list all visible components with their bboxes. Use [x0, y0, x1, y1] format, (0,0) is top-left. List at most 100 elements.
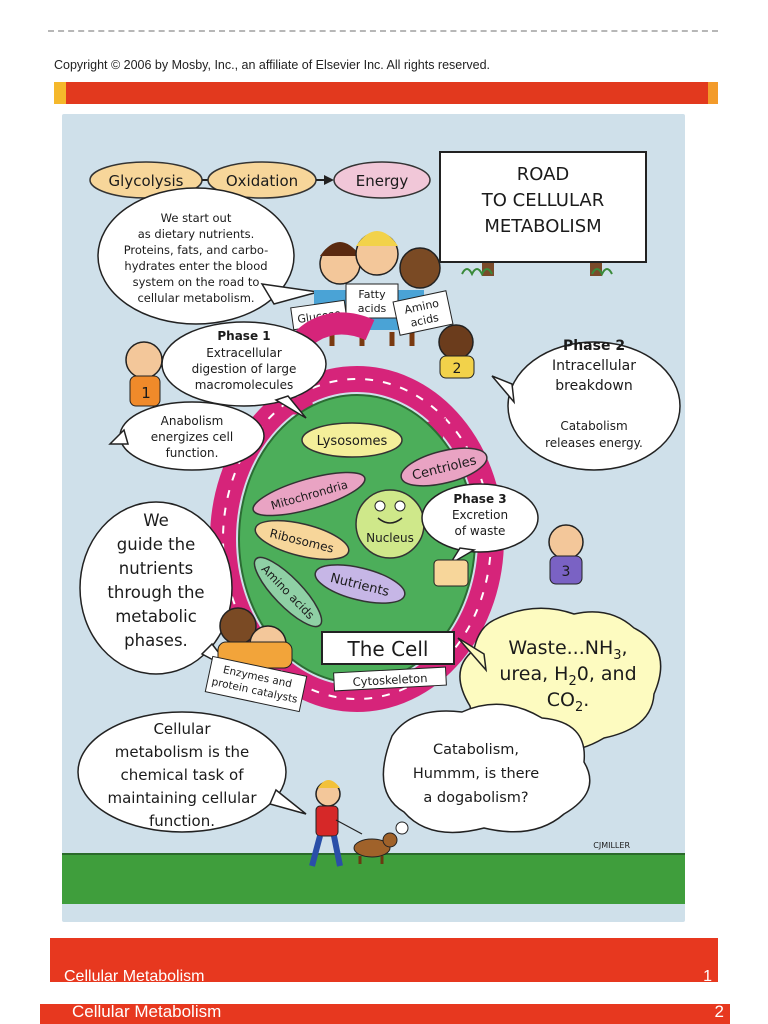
amino-acids-sign	[392, 290, 454, 336]
amino-character-head	[399, 247, 441, 289]
anabolism-line2: energizes cell	[151, 430, 233, 444]
phase1-bubble-tail	[274, 395, 307, 419]
waste-line3-sub: 2	[575, 700, 583, 715]
footer-page-number-2: 2	[714, 1002, 724, 1021]
footer-band-2: Cellular Metabolism 2	[40, 1002, 730, 1024]
intro-line4: hydrates enter the blood	[124, 259, 267, 273]
waste-line2: urea, H20, and	[499, 663, 636, 689]
characters-legs	[329, 332, 415, 346]
phase2-line1: Intracellular	[552, 358, 636, 374]
phase2-note1: Catabolism	[560, 419, 627, 433]
title-sign-board	[439, 151, 647, 263]
phase2-title: Phase 2	[563, 338, 625, 354]
flow-arrowhead-2	[324, 175, 334, 185]
phase2-bubble-tail	[491, 375, 516, 405]
dog-leash	[335, 819, 363, 835]
person-legs	[309, 835, 343, 867]
title-line1: ROAD	[517, 164, 570, 185]
footer-band-1: Cellular Metabolism 1	[50, 938, 718, 985]
dog-body	[353, 838, 391, 858]
grass-ground	[62, 854, 685, 904]
guide-character-2: 2	[438, 324, 475, 379]
the-cell-board	[321, 631, 455, 665]
fatty-acids-sign	[345, 283, 399, 319]
the-cell-label: The Cell	[347, 637, 429, 661]
stripe-right-accent	[708, 82, 718, 104]
enzymes-sign	[204, 655, 308, 713]
title-line3: METABOLISM	[484, 216, 601, 237]
waste-line1-end: ,	[622, 637, 628, 659]
guide-character-3: 3	[548, 524, 584, 585]
dog-legs	[358, 856, 384, 864]
intro-line2: as dietary nutrients.	[138, 227, 255, 241]
artist-signature: CJMILLER	[593, 841, 630, 850]
phase3-bubble: Phase 3 Excretion of waste	[421, 483, 539, 587]
anabolism-bubble-tail	[108, 428, 129, 445]
lysosomes-label: Lysosomes	[317, 434, 388, 449]
glycolysis-label: Glycolysis	[109, 172, 184, 190]
waste-line1: Waste...NH3,	[508, 637, 627, 663]
phase3-line1: Excretion	[452, 508, 508, 522]
the-cell-sign: The Cell Cytoskeleton	[321, 631, 455, 692]
nucleus-label: Nucleus	[366, 531, 414, 545]
waste-line3-main: CO	[547, 689, 575, 711]
fatty-character-hair	[356, 231, 398, 246]
phase2-note2: releases energy.	[545, 436, 643, 450]
waste-line3-end: .	[583, 689, 589, 711]
energy-pill	[333, 161, 431, 199]
phase1-title: Phase 1	[217, 329, 270, 343]
phase1-line1: Extracellular	[206, 346, 282, 360]
cytoskeleton-banner	[333, 666, 447, 692]
nutrients-organelle	[314, 564, 406, 604]
task-line3: chemical task of	[121, 766, 245, 784]
person-hair	[318, 780, 340, 788]
organelles: Lysosomes Centrioles Mitochrondria Ribos…	[252, 422, 488, 628]
guide3-head	[548, 524, 584, 560]
dog-thought-bubble: Catabolism, Hummm, is there a dogabolism…	[382, 703, 591, 847]
dog-head	[382, 832, 398, 848]
person-torso	[315, 805, 339, 837]
centrioles-organelle	[400, 447, 488, 487]
top-dashed-line	[48, 30, 718, 32]
phase2-line2: breakdown	[555, 378, 632, 394]
phase3-bubble-shape	[421, 483, 539, 553]
footer-title-2: Cellular Metabolism	[72, 1002, 222, 1021]
anabolism-line3: function.	[166, 446, 219, 460]
guide3-badge: 3	[562, 564, 571, 580]
lysosomes-organelle	[301, 422, 403, 458]
guide-bubble: We guide the nutrients through the metab…	[79, 501, 233, 675]
waste-line3: CO2.	[547, 689, 590, 715]
title-line2: TO CELLULAR	[481, 190, 604, 211]
oxidation-label: Oxidation	[226, 172, 298, 190]
intro-line3: Proteins, fats, and carbo-	[124, 243, 269, 257]
phase2-bubble: Phase 2 Intracellular breakdown Cataboli…	[491, 338, 681, 471]
flow-diagram: Glycolysis Oxidation Energy	[89, 161, 431, 199]
guide-line5: metabolic	[115, 607, 197, 626]
task-bubble-shape	[77, 711, 287, 833]
fatty-sign-line1: Fatty	[358, 288, 386, 301]
waste-line1-main: Waste...NH	[508, 637, 613, 659]
phase2-bubble-shape	[507, 341, 681, 471]
waste-line2-end: 0, and	[577, 663, 637, 685]
footer-title-1: Cellular Metabolism	[64, 968, 205, 985]
guide1-body	[129, 375, 161, 407]
poster-illustration: Glycolysis Oxidation Energy ROAD TO CELL…	[62, 151, 685, 904]
task-line2: metabolism is the	[115, 743, 250, 761]
guide2-badge: 2	[453, 361, 462, 377]
cytoskeleton-label: Cytoskeleton	[352, 671, 427, 689]
phase3-title: Phase 3	[453, 492, 506, 506]
phase1-bubble: Phase 1 Extracellular digestion of large…	[108, 321, 327, 471]
guide2-head	[438, 324, 474, 360]
stripe-left-accent	[54, 82, 66, 104]
guide-bubble-shape	[79, 501, 233, 675]
waste-line2-sub: 2	[568, 674, 576, 689]
phase1-line3: macromolecules	[195, 378, 294, 392]
waste-box	[433, 559, 469, 587]
guide-character-1: 1	[125, 341, 163, 407]
task-line1: Cellular	[153, 720, 211, 738]
amino-acids-organelle	[253, 556, 323, 628]
task-bubble: Cellular metabolism is the chemical task…	[77, 711, 307, 833]
guide-line6: phases.	[124, 631, 188, 650]
mitochondria-organelle	[252, 471, 366, 517]
nucleus-eye-right	[394, 500, 406, 512]
